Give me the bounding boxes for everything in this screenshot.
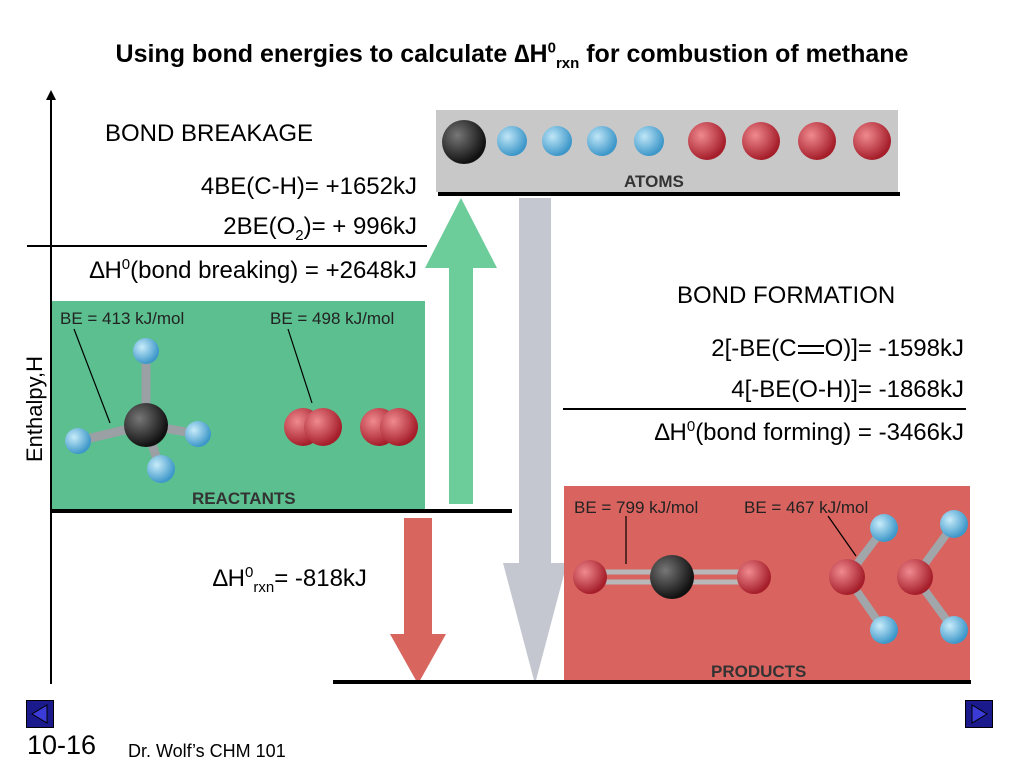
delta-h-bond-forming: ∆H0(bond forming) = -3466kJ [654,418,964,446]
oxygen-molecule [284,408,342,446]
delta-h-rxn-arrow [390,518,446,684]
bond-forming-arrow [503,198,567,684]
enthalpy-axis [46,90,56,684]
breakage-sum-rule [27,245,427,247]
atoms-label: ATOMS [624,172,684,191]
triangle-right-icon [971,704,988,724]
y-axis-label: Enthalpy,H [22,356,47,462]
reactants-panel: BE = 413 kJ/mol BE = 498 kJ/mol [52,301,425,509]
formation-sum-rule [563,408,966,410]
bond-breaking-arrow [425,198,497,504]
product-molecules [573,510,968,644]
delta-h-rxn-label: ∆H0rxn= -818kJ [213,564,367,596]
be-oh-line: 4[-BE(O-H)]= -1868kJ [731,376,964,403]
slide-number: 10-16 [27,730,97,760]
water-molecule [897,510,968,644]
atoms-graphic [442,120,891,164]
slide-title: Using bond energies to calculate ∆H0rxn … [115,39,909,72]
be-oh-label: BE = 467 kJ/mol [744,498,869,517]
be-ch-line: 4BE(C-H)= +1652kJ [200,173,417,200]
be-o2-line: 2BE(O2)= + 996kJ [223,213,417,244]
be-ch-label: BE = 413 kJ/mol [60,309,185,328]
water-molecule [829,514,898,644]
products-panel: BE = 799 kJ/mol BE = 467 kJ/mol [564,486,970,682]
products-energy-level [333,680,971,684]
reactants-label: REACTANTS [192,489,296,508]
atoms-panel: ATOMS [436,110,898,192]
delta-h-bond-breaking: ∆H0(bond breaking) = +2648kJ [89,256,417,284]
hydrogen-atom [542,126,572,156]
hydrogen-atom [587,126,617,156]
double-bond-icon [797,345,824,355]
be-co-label: BE = 799 kJ/mol [574,498,699,517]
carbon-atom [442,120,486,164]
bond-formation-heading: BOND FORMATION [677,282,896,309]
course-credit: Dr. Wolf’s CHM 101 [128,741,286,761]
atoms-energy-level [438,192,900,196]
carbon-dioxide-molecule [573,555,771,599]
hydrogen-atom [497,126,527,156]
be-oo-label: BE = 498 kJ/mol [270,309,395,328]
reactants-energy-level [52,509,512,513]
oxygen-atom [742,122,780,160]
reactant-molecules [65,328,418,483]
oxygen-atom [688,122,726,160]
previous-slide-button[interactable] [26,700,54,728]
bond-breakage-heading: BOND BREAKAGE [105,120,314,147]
hydrogen-atom [634,126,664,156]
next-slide-button[interactable] [965,700,993,728]
products-label: PRODUCTS [711,662,807,681]
methane-molecule [65,338,211,483]
triangle-left-icon [31,704,48,724]
oxygen-molecule [360,408,418,446]
oxygen-atom [798,122,836,160]
oxygen-atom [853,122,891,160]
